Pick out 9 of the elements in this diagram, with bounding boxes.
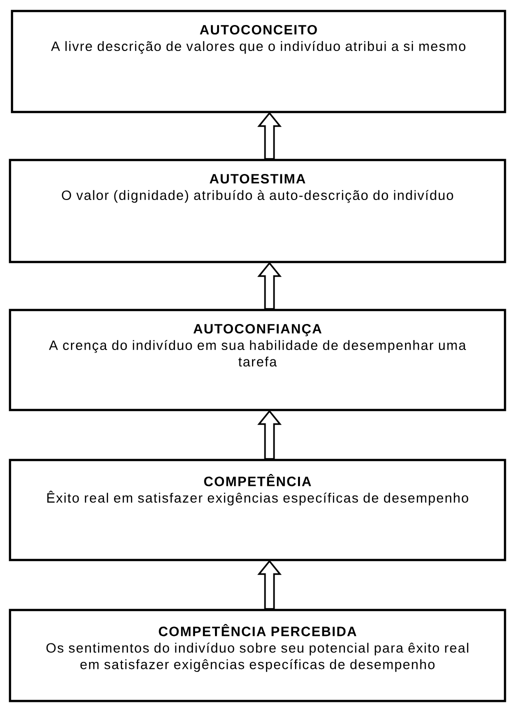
text-box: COMPETÊNCIA Êxito real em satisfazer exigências específicas de desempenho bbox=[8, 458, 506, 562]
block-arrow bbox=[257, 560, 282, 610]
text-box: AUTOCONCEITO A livre descrição de valores que o indivíduo atribui a si mesmo bbox=[10, 10, 506, 114]
block-arrow bbox=[257, 112, 282, 160]
block-arrow bbox=[257, 410, 282, 460]
block-arrow bbox=[257, 262, 282, 310]
text-box: AUTOESTIMA O valor (dignidade) atribuído à auto-descrição do indivíduo bbox=[8, 158, 506, 264]
text-box: AUTOCONFIANÇA A crença do indivíduo em sua habilidade de desempenhar uma tarefa bbox=[8, 308, 506, 412]
text-box: COMPETÊNCIA PERCEBIDA Os sentimentos do indivíduo sobre seu potencial para êxito real em satisfazer exigências específicas de desempenho bbox=[8, 608, 506, 702]
